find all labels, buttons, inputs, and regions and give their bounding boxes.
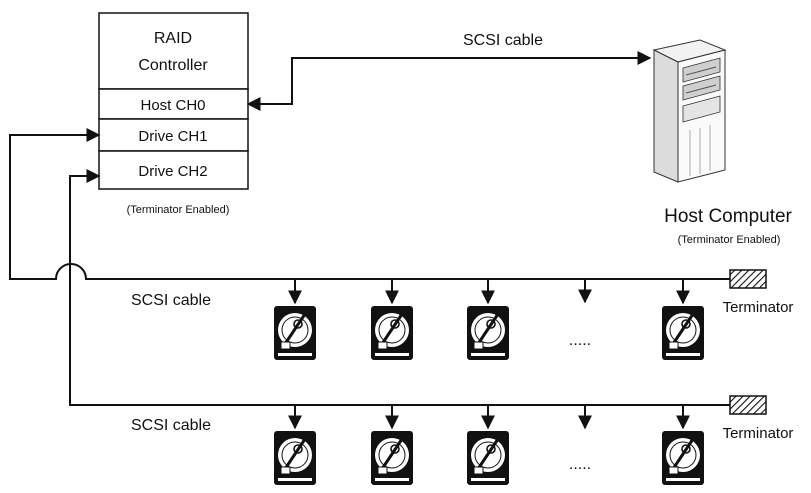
bus-1-terminator-block	[730, 270, 766, 288]
host-scsi-cable: SCSI cable	[248, 32, 650, 104]
controller-title-box	[99, 13, 248, 89]
bus-2-terminator-block	[730, 396, 766, 414]
hard-disk-icon	[467, 431, 509, 485]
bus-1-cable-label: SCSI cable	[131, 292, 211, 309]
hard-disk-icon	[371, 306, 413, 360]
host-ch0-label: Host CH0	[140, 97, 205, 114]
hard-disk-icon	[662, 431, 704, 485]
controller-title-line2: Controller	[138, 57, 208, 74]
host-cable-label: SCSI cable	[463, 32, 543, 49]
tower-computer-icon	[654, 40, 725, 182]
bus-1-ellipsis: .....	[569, 332, 591, 349]
bus-1-terminator-label: Terminator	[723, 299, 794, 316]
hard-disk-drives	[274, 279, 704, 485]
raid-controller: RAID Controller Host CH0 Drive CH1 Drive…	[99, 13, 248, 216]
drive-ch1-label: Drive CH1	[138, 128, 207, 145]
hard-disk-icon	[662, 306, 704, 360]
bus-2-cable-label: SCSI cable	[131, 417, 211, 434]
bus-2-terminator-label: Terminator	[723, 425, 794, 442]
controller-title-line1: RAID	[154, 30, 192, 47]
host-terminator-note: (Terminator Enabled)	[678, 234, 781, 246]
hard-disk-icon	[371, 431, 413, 485]
hard-disk-icon	[274, 306, 316, 360]
hard-disk-icon	[274, 431, 316, 485]
drive-ch2-label: Drive CH2	[138, 163, 207, 180]
bus-2-ellipsis: .....	[569, 456, 591, 473]
controller-terminator-note: (Terminator Enabled)	[127, 204, 230, 216]
host-cable-line	[248, 58, 650, 104]
host-computer-label: Host Computer	[664, 206, 792, 227]
hard-disk-icon	[467, 306, 509, 360]
